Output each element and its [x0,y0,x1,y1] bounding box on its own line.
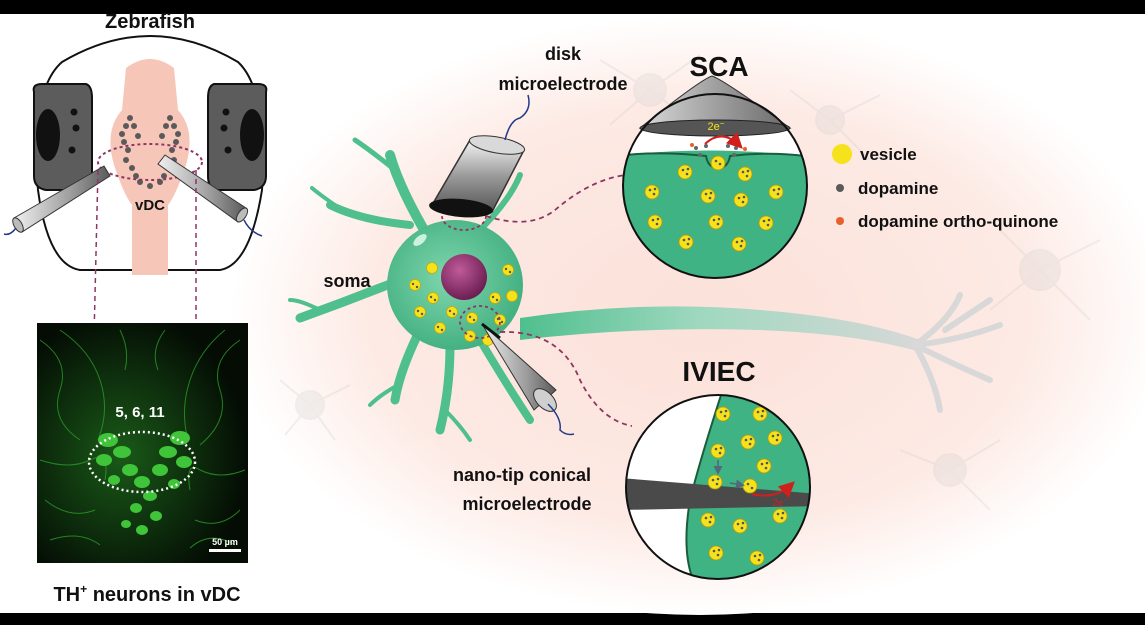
legend-vesicle-marker [832,144,852,164]
sca-title: SCA [689,51,748,82]
legend-quinone-label: dopamine ortho-quinone [858,212,1058,231]
disk-microelectrode [429,94,530,218]
iviec-selection [459,305,501,339]
legend-dopamine-label: dopamine [858,179,938,198]
scale-bar [209,549,241,552]
vdc-selection-ellipse [97,143,203,181]
iviec-electron-label: 2e− [772,497,787,509]
axon-terminals [912,292,1003,413]
iviec-vesicles [700,406,795,566]
right-eye [207,83,268,191]
legend-quinone-marker [836,217,844,225]
brain-shape [110,59,190,275]
nano-label-line1: nano-tip conical [453,465,591,485]
axon [520,306,920,352]
legend-dopamine-marker [836,184,844,192]
zebrafish-head [3,35,268,421]
sca-electron-label: 2e− [708,119,725,133]
sca-connector [485,174,626,223]
sca-vesicles [644,164,784,252]
neuron-selection-ellipse [87,430,197,494]
iviec-connector [499,331,633,427]
soma-vesicles [409,262,518,346]
iviec-inset [625,394,811,580]
soma-label: soma [323,271,371,291]
disk-label-line2: microelectrode [498,74,627,94]
nano-tip-electrode [481,322,575,436]
head-electrode-left [3,165,111,236]
left-eye [32,83,93,191]
nano-label-line2: microelectrode [462,494,591,514]
vdc-label: vDC [135,197,165,214]
th-neurons-caption: TH+ neurons in vDC [53,582,240,606]
iviec-title: IVIEC [682,356,755,387]
scale-bar-label: 50 µm [212,537,238,547]
zebrafish-label: Zebrafish [105,11,195,33]
legend-vesicle-label: vesicle [860,145,917,164]
disk-label-line1: disk [545,44,582,64]
ghost-neurons [279,54,1101,511]
nucleus [441,254,487,300]
neuron [288,137,1003,442]
head-electrode-right [157,154,263,237]
neuron-count-label: 5, 6, 11 [115,404,164,421]
microscopy-image [37,323,248,563]
